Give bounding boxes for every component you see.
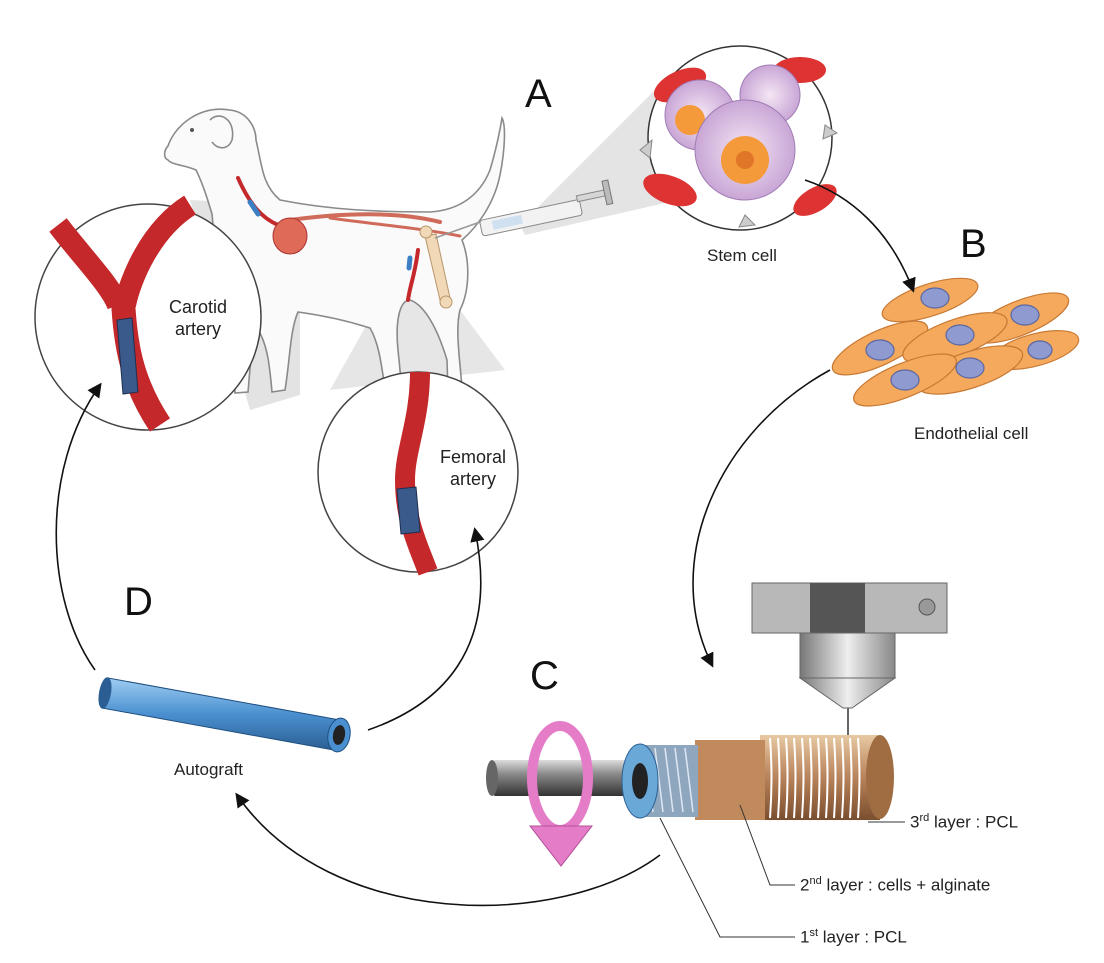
layer-3-suffix: rd (919, 812, 929, 824)
carotid-label-line2: artery (158, 318, 238, 340)
layer-3-text: layer : PCL (929, 813, 1018, 832)
layer-2-suffix: nd (809, 875, 821, 887)
carotid-artery-label: Carotid artery (158, 296, 238, 340)
layer-leader-lines (660, 805, 905, 937)
autograft-label: Autograft (174, 760, 243, 780)
layer-3-label: 3rd layer : PCL (910, 812, 1018, 833)
scaffold-mandrel (486, 735, 894, 820)
panel-label-b: B (960, 222, 987, 267)
femoral-label-line2: artery (432, 468, 514, 490)
panel-label-c: C (530, 654, 559, 699)
layer-1-suffix: st (809, 927, 818, 939)
endothelial-cells (826, 269, 1083, 416)
layer-1-label: 1st layer : PCL (800, 927, 907, 948)
stem-cell-label: Stem cell (707, 246, 777, 266)
arrow-to-carotid (56, 385, 100, 670)
layer-2-text: layer : cells + alginate (822, 876, 991, 895)
endothelial-cell-label: Endothelial cell (914, 424, 1028, 444)
heart-icon (273, 218, 307, 254)
layer-2-label: 2nd layer : cells + alginate (800, 875, 990, 896)
printer-head (752, 583, 947, 735)
layer-1-text: layer : PCL (818, 928, 907, 947)
panel-label-a: A (525, 72, 552, 117)
autograft-tube (96, 676, 352, 753)
panel-label-d: D (124, 580, 153, 625)
femoral-artery-label: Femoral artery (432, 446, 514, 490)
femoral-label-line1: Femoral (432, 446, 514, 468)
carotid-label-line1: Carotid (158, 296, 238, 318)
arrow-c-to-autograft (237, 795, 660, 905)
stem-cell-inset (639, 46, 842, 230)
